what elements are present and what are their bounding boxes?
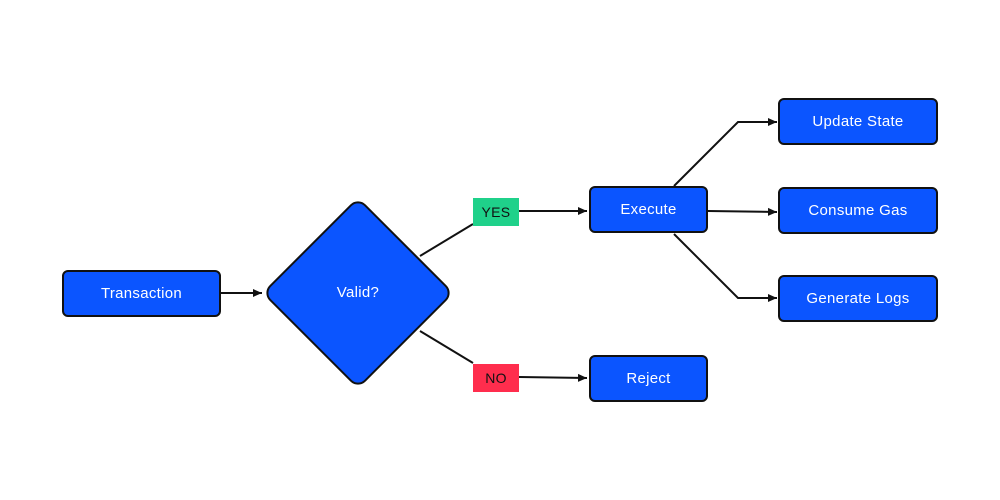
tag-yes-label: YES [481, 204, 511, 220]
node-update-state-label: Update State [812, 113, 904, 130]
edge-valid-to-execute [419, 211, 587, 257]
edge-valid-to-reject [419, 330, 587, 378]
node-reject-label: Reject [626, 370, 671, 387]
node-transaction-label: Transaction [100, 285, 183, 302]
node-generate-logs: Generate Logs [778, 275, 938, 322]
node-transaction: Transaction [62, 270, 221, 317]
edge-execute-to-update-state [673, 118, 777, 187]
node-consume-gas: Consume Gas [778, 187, 938, 234]
node-generate-logs-label: Generate Logs [806, 290, 910, 307]
tag-no: NO [473, 364, 519, 392]
edge-execute-to-consume-gas [707, 207, 778, 216]
tag-no-label: NO [485, 370, 507, 386]
node-execute: Execute [589, 186, 708, 233]
decision-diamond [266, 201, 450, 385]
node-execute-label: Execute [620, 201, 677, 218]
tag-yes: YES [473, 198, 519, 226]
node-update-state: Update State [778, 98, 938, 145]
edge-execute-to-generate-logs [673, 233, 777, 302]
node-reject: Reject [589, 355, 708, 402]
decision-label: Valid? [336, 284, 380, 301]
node-consume-gas-label: Consume Gas [808, 202, 908, 219]
